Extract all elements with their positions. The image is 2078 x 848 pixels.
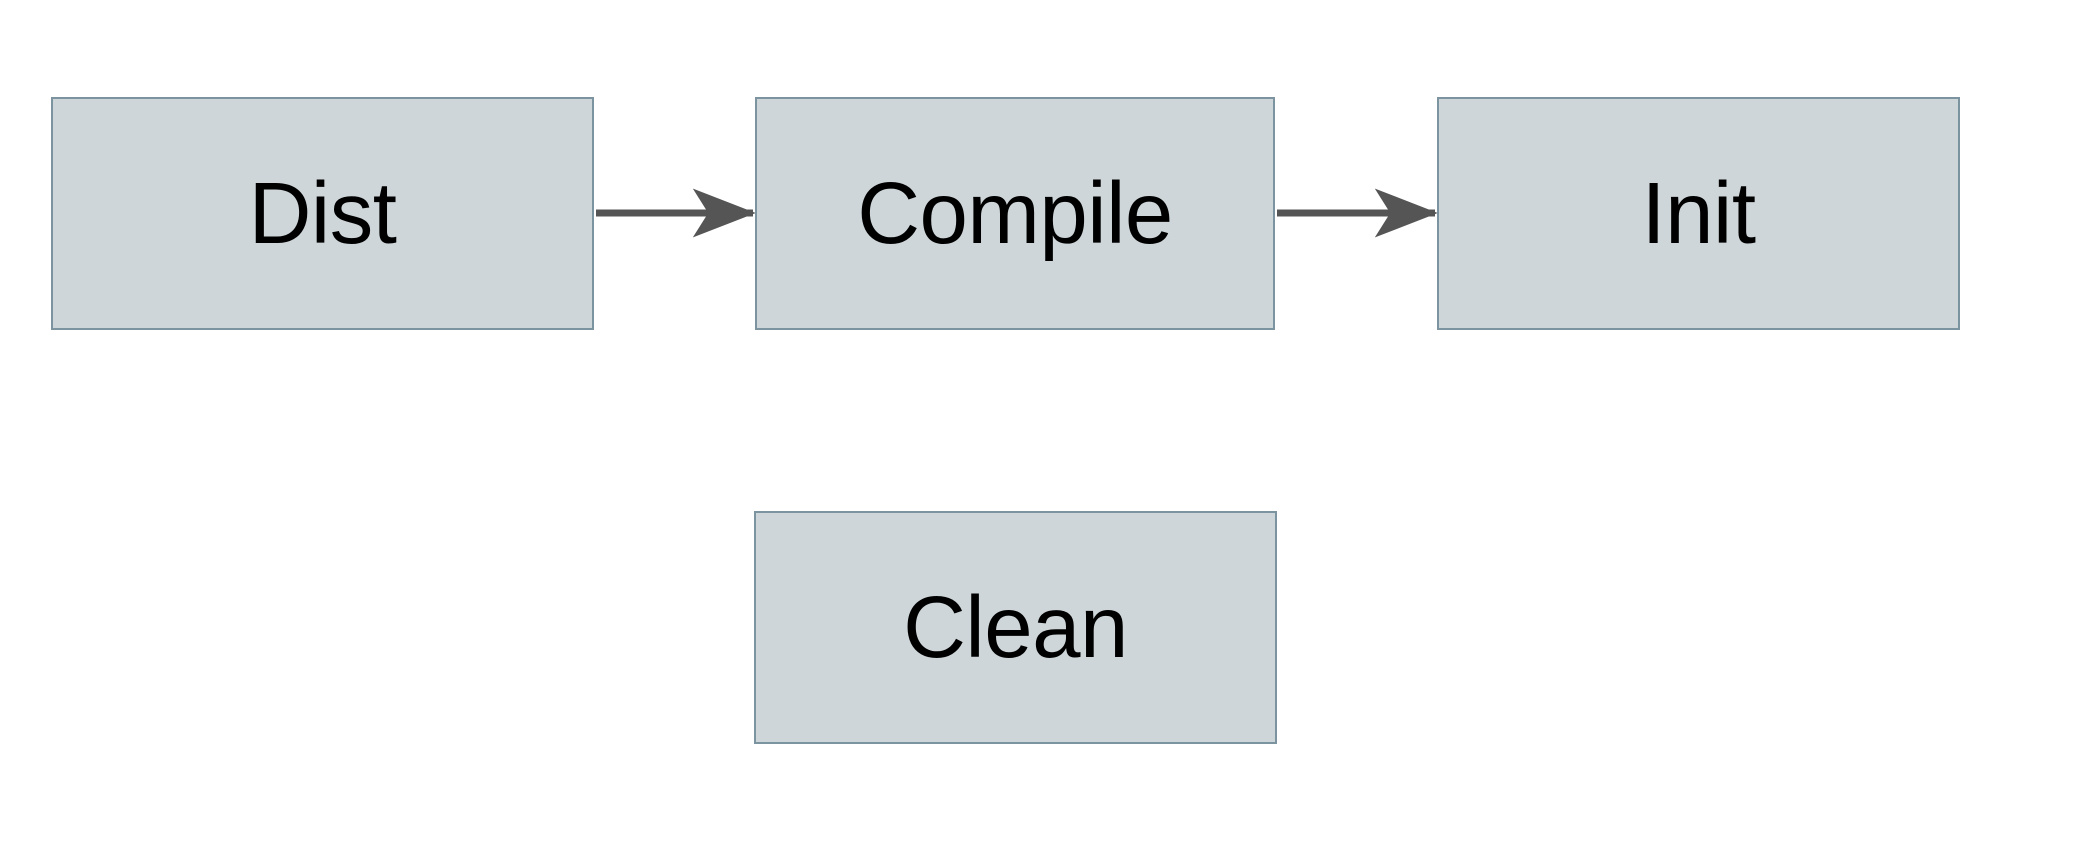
node-dist[interactable]: Dist — [51, 97, 594, 330]
node-init[interactable]: Init — [1437, 97, 1960, 330]
node-clean-label: Clean — [903, 579, 1128, 676]
node-compile[interactable]: Compile — [755, 97, 1275, 330]
node-init-label: Init — [1641, 165, 1756, 262]
node-dist-label: Dist — [248, 165, 397, 262]
node-clean[interactable]: Clean — [754, 511, 1277, 744]
node-compile-label: Compile — [857, 165, 1173, 262]
